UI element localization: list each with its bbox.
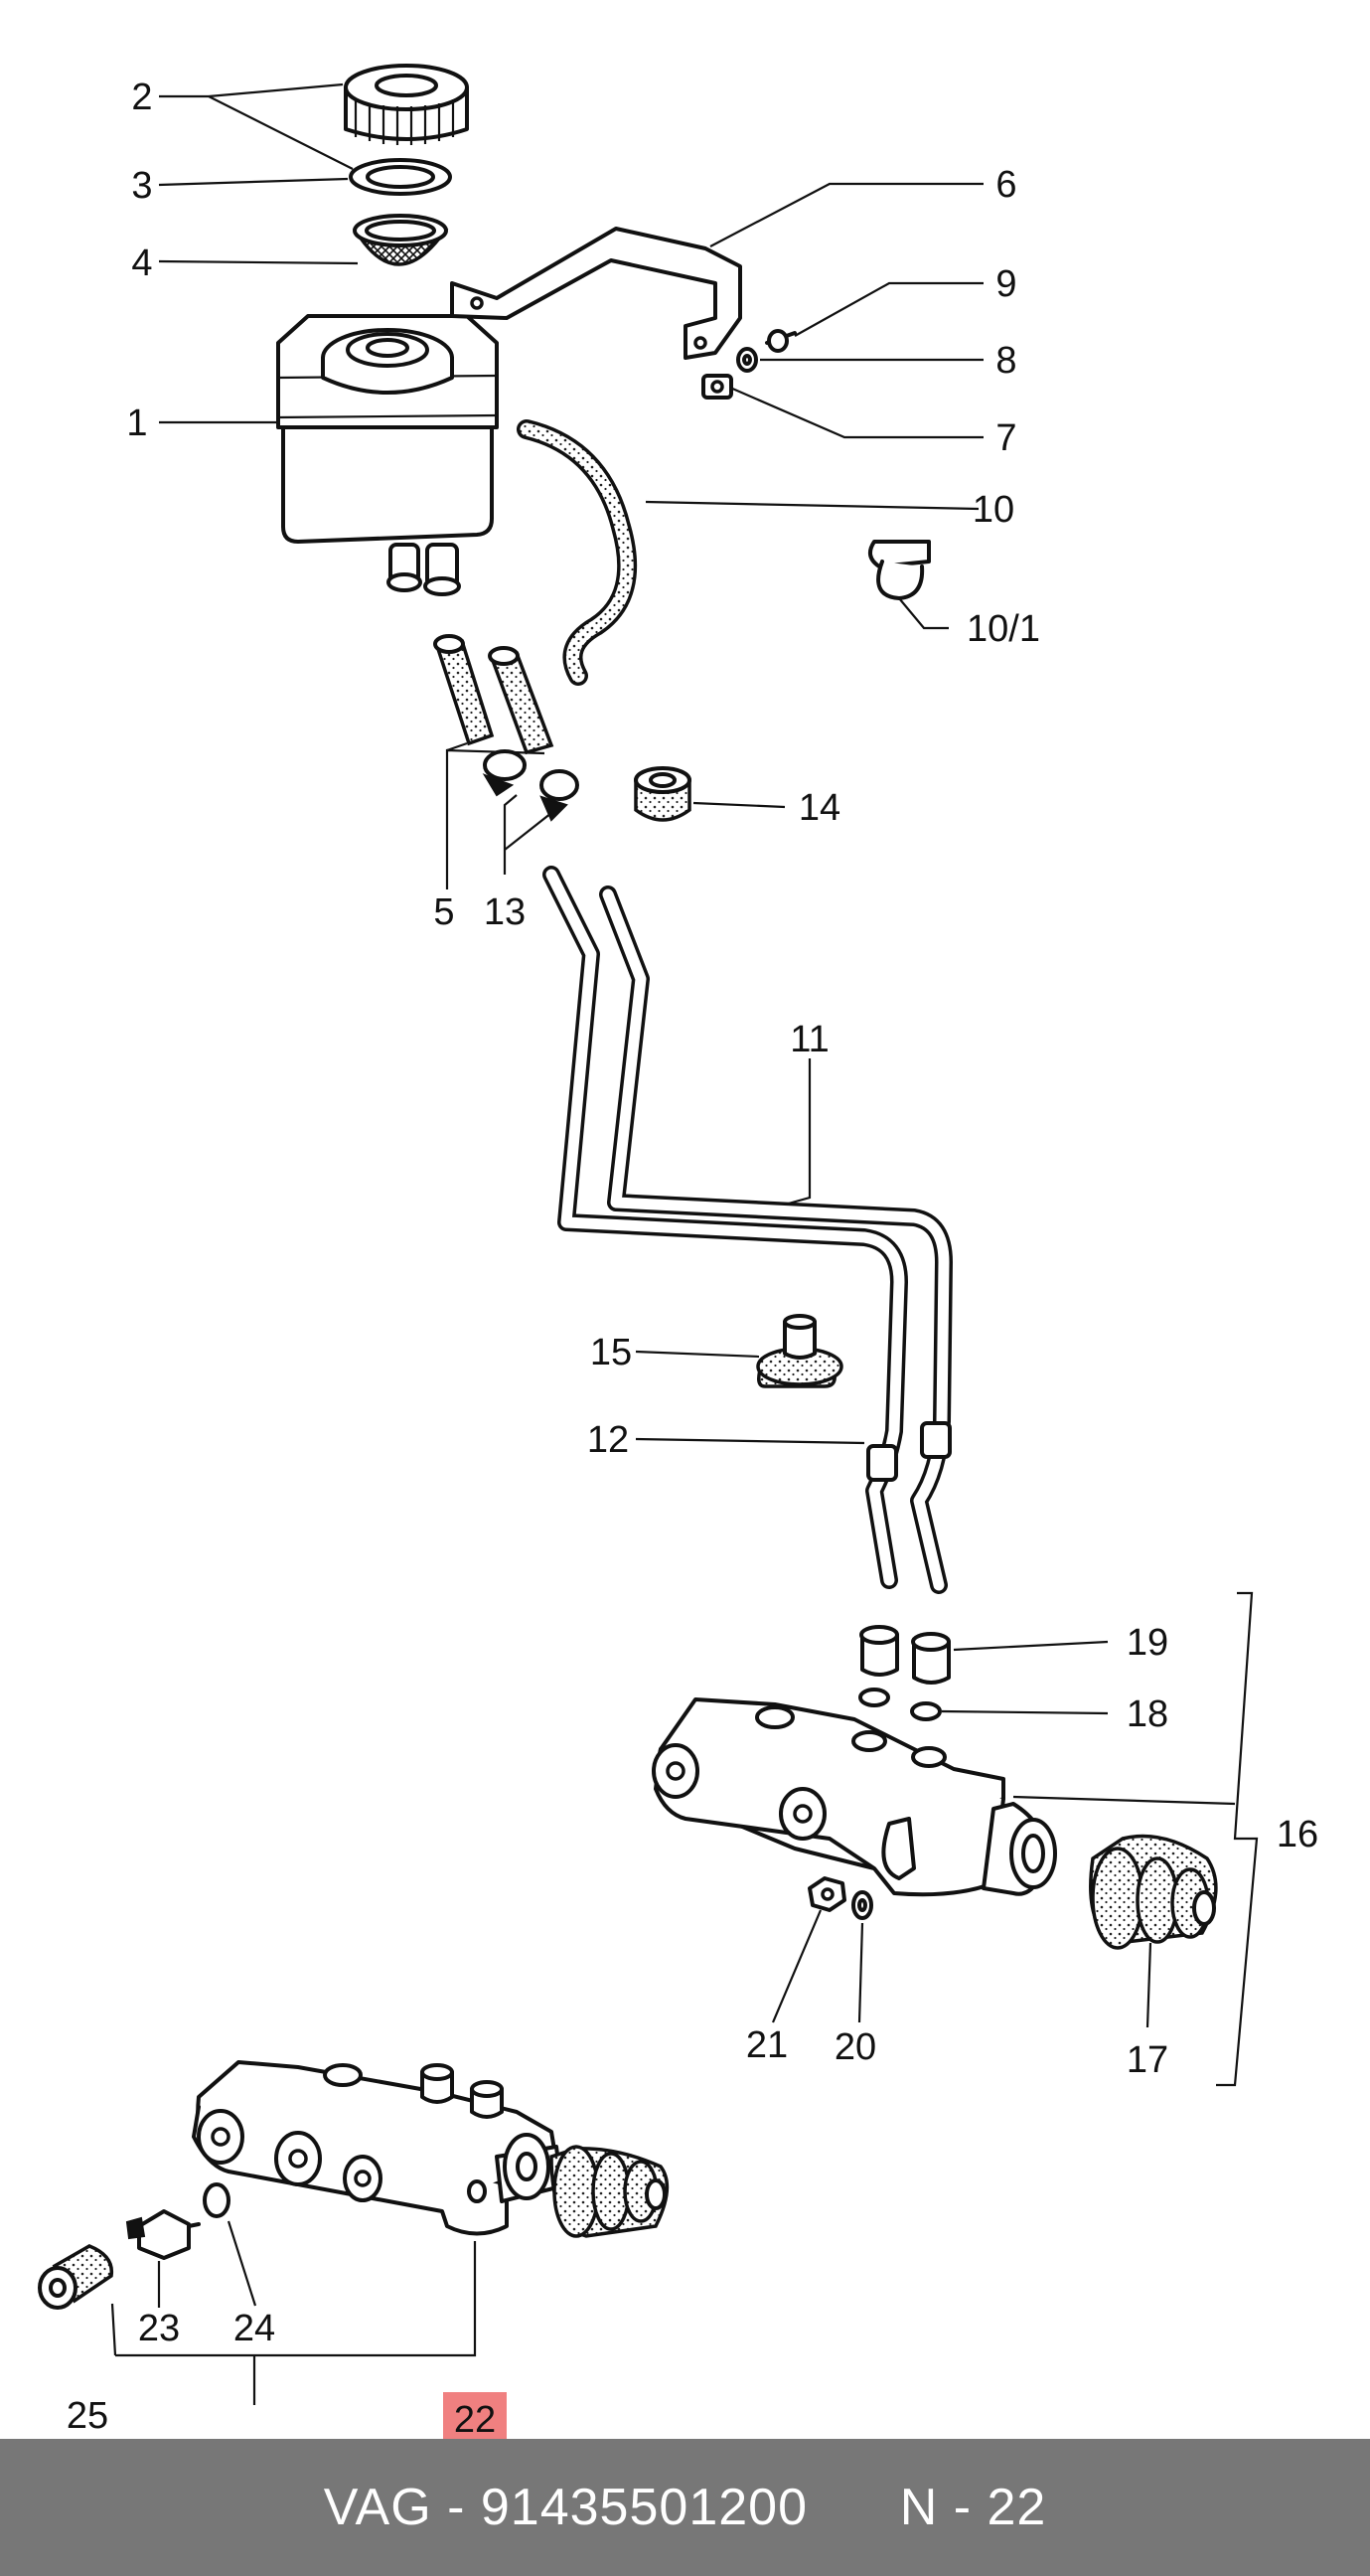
cap-seal-ring <box>349 158 452 196</box>
reservoir-hoses <box>433 634 554 755</box>
hose-clip <box>868 540 931 600</box>
callout-18: 18 <box>1127 1693 1168 1735</box>
spring-washer <box>851 1890 873 1920</box>
callout-17: 17 <box>1127 2039 1168 2081</box>
o-ring <box>203 2182 230 2218</box>
callout-10-1: 10/1 <box>967 608 1040 650</box>
callout-12: 12 <box>587 1419 629 1461</box>
leader-lines <box>110 82 1259 2405</box>
callout-6: 6 <box>995 164 1016 206</box>
master-cylinder-22 <box>192 2060 670 2238</box>
vent-hose <box>517 419 638 686</box>
pipe-grommet <box>756 1314 843 1388</box>
callout-10: 10 <box>973 489 1014 531</box>
bracket-washer <box>736 347 758 373</box>
callout-22: 22 <box>454 2399 496 2441</box>
brake-pipes <box>542 866 953 1594</box>
footer-page: N - 22 <box>899 2479 1047 2536</box>
callout-labels: 2 3 4 1 6 9 8 7 10 10/1 14 5 13 11 15 12… <box>67 77 1318 2441</box>
brake-master-cylinder <box>652 1697 1057 1897</box>
grommet <box>634 766 691 822</box>
callout-2: 2 <box>131 77 152 118</box>
callout-16: 16 <box>1277 1814 1318 1855</box>
bracket-screw <box>765 329 797 353</box>
footer-part-number: 91435501200 <box>480 2479 808 2536</box>
callout-8: 8 <box>995 340 1016 382</box>
callout-22-highlight <box>443 2392 507 2444</box>
callout-3: 3 <box>131 165 152 207</box>
bracket-nut <box>701 374 733 400</box>
footer-separator: - <box>431 2479 481 2536</box>
brake-fluid-reservoir <box>276 314 499 596</box>
cylinder-boot <box>1089 1834 1218 1950</box>
reservoir-plugs <box>859 1625 951 1685</box>
footer-gap <box>808 2478 900 2537</box>
callout-15: 15 <box>590 1332 632 1373</box>
seal-rings <box>858 1688 942 1721</box>
brake-light-switch <box>38 2244 114 2310</box>
part-number-footer: VAG - 91435501200 N - 22 <box>0 2439 1370 2576</box>
callout-7: 7 <box>995 417 1016 459</box>
callout-11: 11 <box>790 1019 829 1060</box>
reservoir-bracket <box>450 227 742 360</box>
callout-21: 21 <box>746 2024 788 2066</box>
callout-5: 5 <box>433 891 454 933</box>
hex-nut <box>808 1876 846 1912</box>
callout-19: 19 <box>1127 1622 1168 1664</box>
hose-clamps <box>482 749 579 822</box>
footer-brand: VAG <box>323 2479 432 2536</box>
reservoir-strainer <box>352 214 449 266</box>
callout-14: 14 <box>799 787 840 829</box>
callout-1: 1 <box>126 402 147 444</box>
callout-25: 25 <box>67 2395 108 2437</box>
callout-24: 24 <box>233 2308 275 2349</box>
callout-20: 20 <box>835 2026 876 2068</box>
warning-switch <box>125 2209 201 2260</box>
callout-4: 4 <box>131 242 152 284</box>
callout-23: 23 <box>138 2308 180 2349</box>
callout-13: 13 <box>484 891 526 933</box>
reservoir-cap <box>344 64 469 145</box>
callout-9: 9 <box>995 263 1016 305</box>
